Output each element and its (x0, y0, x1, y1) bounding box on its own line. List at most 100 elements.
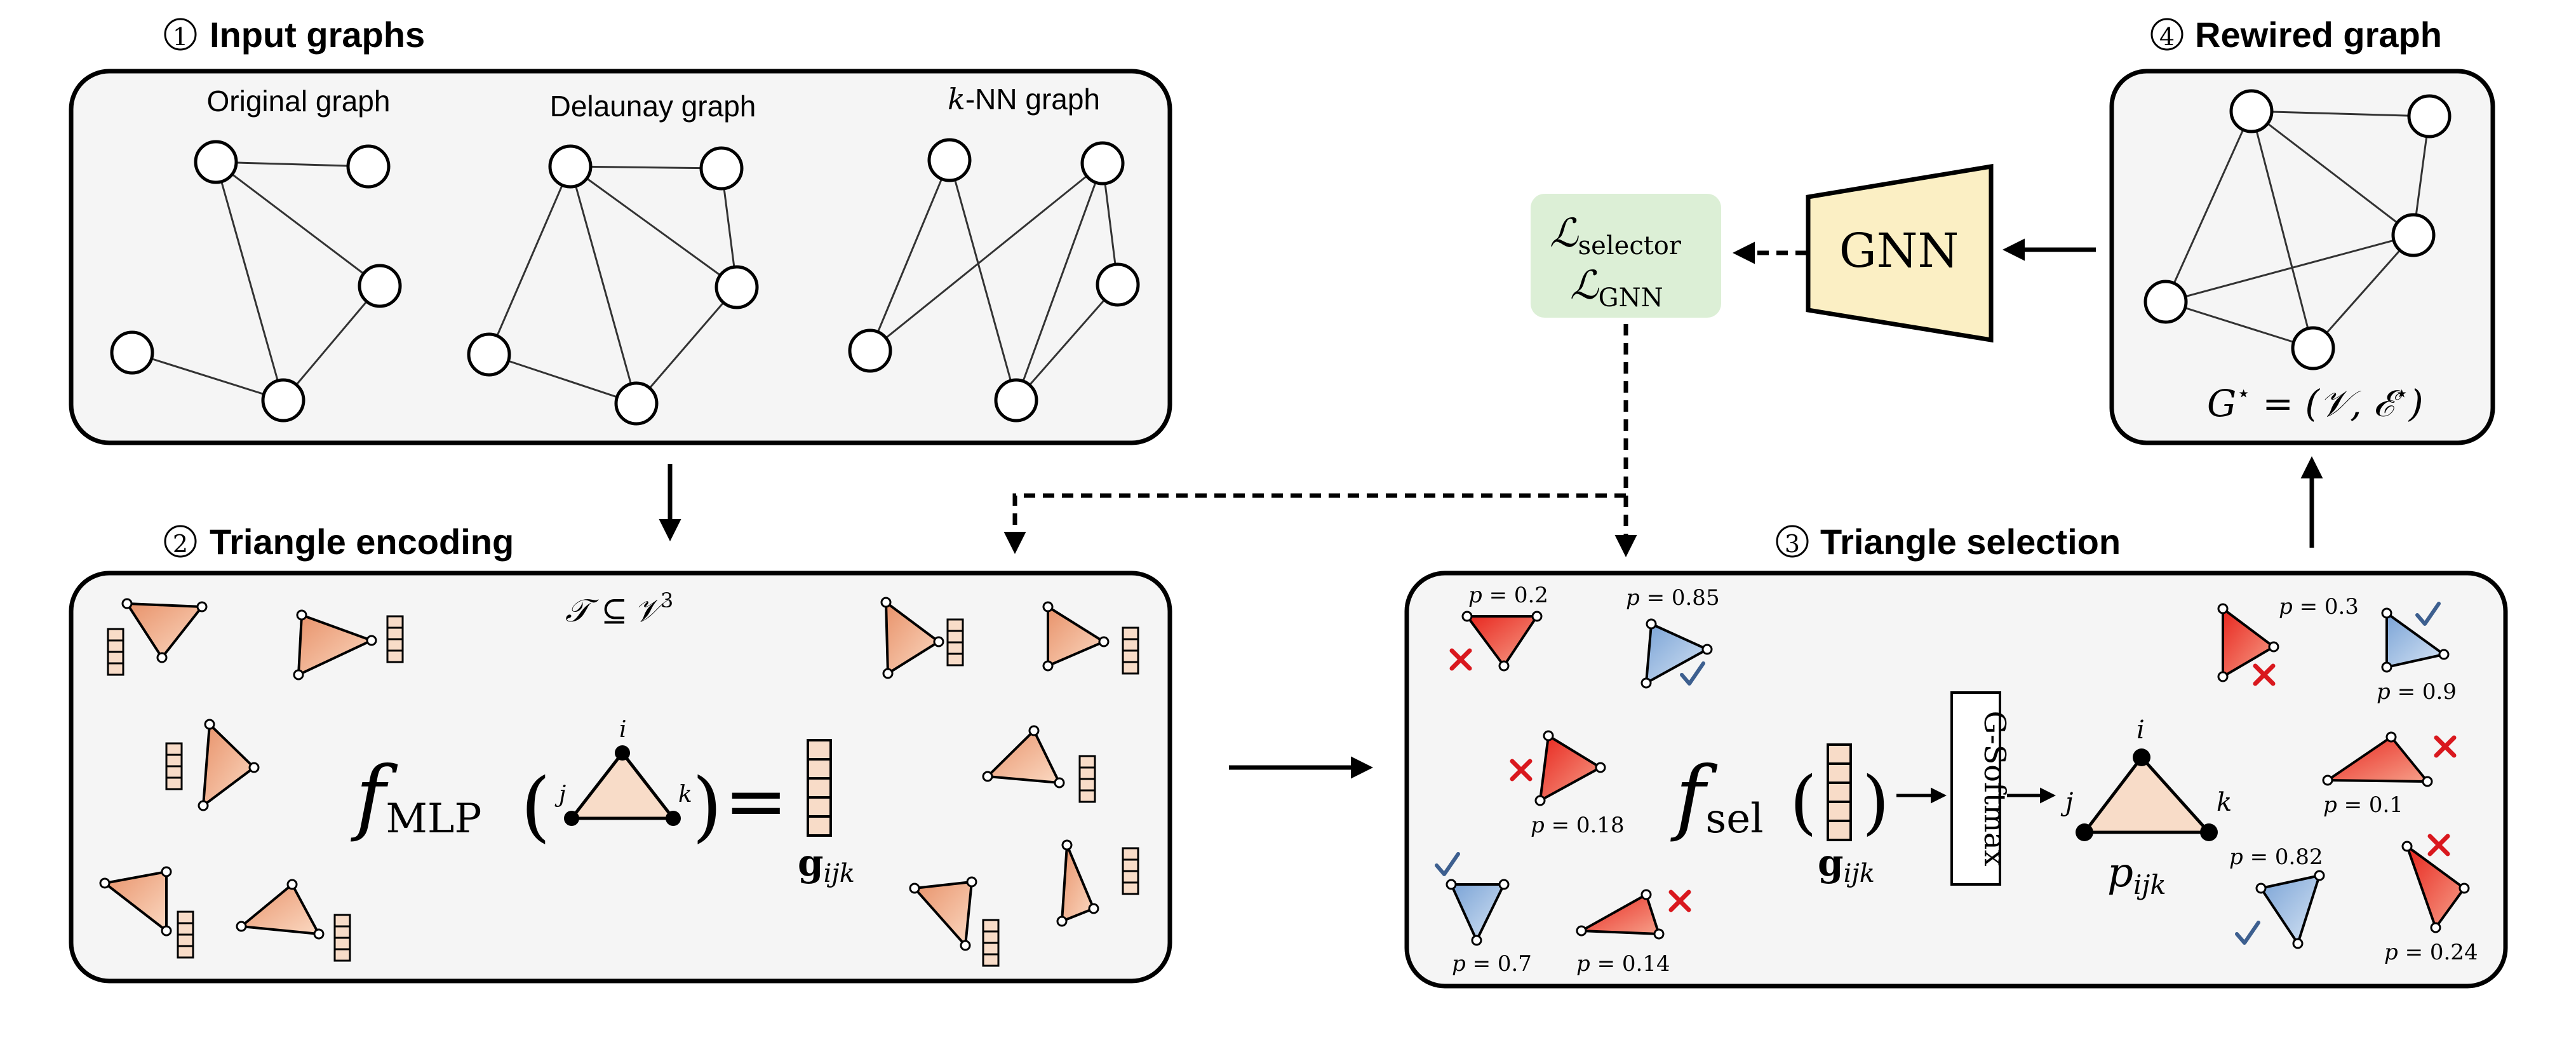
selection-triangles: p = 0.2 p = 0.85 p = 0.18 p = 0.7 p = 0.14 p … (1435, 583, 2478, 977)
selection-triangle (2217, 603, 2279, 682)
step-number-4: 4 (2159, 23, 2175, 51)
cross-icon (1668, 890, 1691, 912)
step-number-3: 3 (1785, 530, 1800, 558)
probability-label: p = 0.2 (1468, 583, 1548, 608)
probability-label: p = 0.85 (1626, 585, 1720, 611)
panel-4-title: Rewired graph (2195, 15, 2442, 55)
sel-g-ijk-label: gijk (1818, 841, 1875, 888)
selection-triangle (2401, 841, 2470, 933)
gnn-block: GNN (1806, 163, 1994, 343)
selection-triangle (1534, 730, 1606, 806)
node-k-dot (666, 811, 681, 826)
embedding-vector-small (982, 919, 1000, 967)
step-number-1: 1 (173, 23, 188, 51)
p-ijk-label: pijk (2107, 849, 2166, 900)
f-mlp-formula: fMLP ( i j k ) = gijk (351, 717, 855, 888)
encoding-triangles (99, 597, 1139, 967)
f-mlp-symbol: fMLP (351, 750, 481, 844)
panel-3-title: Triangle selection (1820, 522, 2121, 562)
g-softmax-label: G-Softmax (1978, 711, 2012, 867)
main-triangle (568, 750, 677, 820)
probability-label: p = 0.24 (2384, 940, 2478, 965)
encoding-triangle (1056, 839, 1099, 927)
sel-close-paren: ) (1862, 761, 1889, 842)
embedding-vector-small (946, 618, 964, 666)
embedding-vector-sel (1827, 743, 1852, 841)
loss-feedback-arrows (1003, 324, 1637, 557)
gnn-trapezoid (1806, 163, 1994, 343)
cross-icon (2253, 663, 2276, 686)
panel-2-title: Triangle encoding (210, 522, 514, 562)
probability-label: p = 0.9 (2377, 679, 2457, 705)
triangle-set-formula: 𝒯⊆𝒱3 (565, 588, 673, 629)
embedding-vector-small (1078, 755, 1096, 803)
probability-label: p = 0.18 (1531, 813, 1625, 838)
knn-graph (848, 138, 1140, 423)
original-graph (110, 140, 402, 423)
embedding-vector-small (1122, 847, 1139, 895)
panel-1-frame (69, 69, 1172, 445)
encoding-triangle (198, 719, 260, 811)
loss-box: ℒselector ℒGNN (1531, 194, 1721, 318)
step-number-1-badge (164, 18, 197, 51)
selection-triangle (1446, 879, 1510, 946)
open-paren: ( (521, 762, 551, 851)
delaunay-graph (467, 144, 759, 426)
checkmark-icon (1680, 661, 1705, 686)
sel-node-k-label: k (2217, 788, 2232, 817)
checkmark-icon (2415, 602, 2441, 626)
selected-main-triangle (2081, 755, 2213, 834)
checkmark-icon (2235, 921, 2260, 945)
loss-box-bg (1531, 194, 1721, 318)
sel-node-j-dot (2076, 823, 2093, 841)
node-i-label: i (619, 717, 627, 743)
encoding-triangle (236, 879, 325, 940)
sel-node-i-dot (2133, 748, 2150, 766)
encoding-triangle (982, 725, 1065, 788)
cross-icon (1510, 759, 1533, 782)
panel-4-frame (2109, 69, 2495, 445)
selection-triangle (1640, 618, 1713, 689)
step-number-3-badge (1776, 525, 1809, 558)
selection-triangle (2322, 731, 2433, 787)
g-softmax-box (1950, 691, 2001, 886)
panel-1-title: Input graphs (210, 15, 425, 55)
graph-label-knn: k-NN graph (948, 82, 1100, 116)
close-paren: ) (692, 762, 722, 851)
node-i-dot (615, 745, 630, 761)
embedding-vector-small (333, 914, 351, 962)
rewired-graph-equation: G⋆ = (𝒱, ℰ⋆) (2207, 381, 2424, 425)
step-number-2-badge (164, 525, 197, 558)
panel-input-graphs: 1 Input graphs Original graph Delaunay g… (69, 15, 1172, 445)
f-sel-formula: fsel ( ) gijk G-Softmax i j k pijk (1670, 691, 2232, 900)
rewired-graph (2143, 89, 2452, 370)
probability-label: p = 0.3 (2279, 594, 2359, 619)
loss-selector: ℒselector (1550, 210, 1682, 260)
checkmark-icon (1435, 852, 1460, 876)
sel-node-k-dot (2200, 823, 2218, 841)
gnn-label: GNN (1839, 224, 1959, 278)
selection-triangle (1461, 611, 1543, 672)
probability-label: p = 0.7 (1452, 951, 1532, 977)
embedding-vector-small (107, 628, 124, 676)
encoding-triangle (99, 866, 172, 937)
probability-label: p = 0.14 (1576, 951, 1670, 977)
graph-label-original: Original graph (207, 85, 391, 118)
selection-triangle (1576, 889, 1665, 940)
embedding-vector-small (1122, 626, 1139, 675)
loss-gnn: ℒGNN (1570, 262, 1663, 313)
embedding-vector-small (386, 615, 404, 663)
cross-icon (2427, 834, 2450, 856)
embedding-vector-large (807, 739, 832, 837)
encoding-triangle (1042, 601, 1110, 672)
embedding-vector-small (177, 910, 194, 959)
node-j-dot (564, 811, 579, 826)
selection-triangle (2255, 870, 2325, 949)
g-ijk-label: gijk (798, 841, 855, 888)
encoding-triangle (880, 597, 944, 679)
panel-rewired-graph: 4 Rewired graph G⋆ = (𝒱, ℰ⋆) (2109, 15, 2495, 445)
cross-icon (2434, 735, 2457, 758)
sel-node-i-label: i (2137, 715, 2145, 745)
